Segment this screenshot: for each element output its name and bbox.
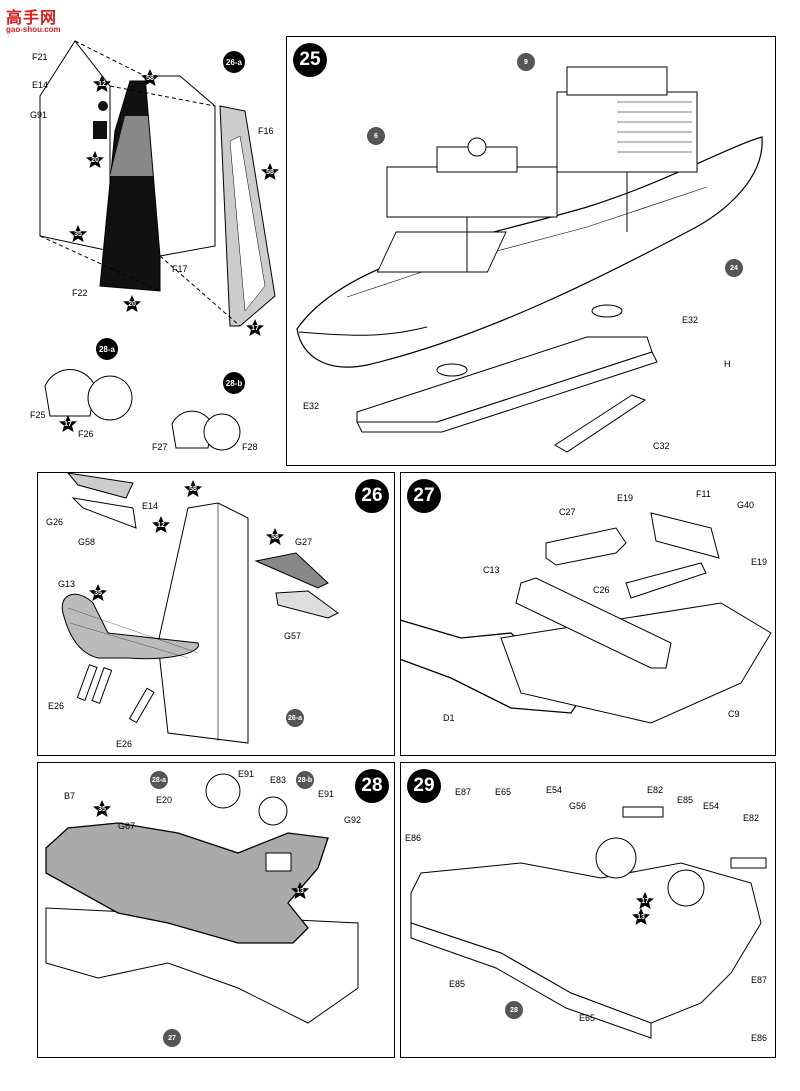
star-20: 20 <box>85 150 105 170</box>
label-E86-left: E86 <box>405 833 422 843</box>
sub-26a-badge: 26-a <box>223 51 245 73</box>
label-G58: G58 <box>78 537 96 547</box>
star-58-b: 58 <box>260 162 280 182</box>
label-E19-top: E19 <box>617 493 634 503</box>
label-E19-right: E19 <box>751 557 768 567</box>
deck-b7-assembly-drawing <box>45 773 359 1024</box>
label-G13: G13 <box>58 579 76 589</box>
panel-step-28: 28 B7 35 28-a E91 E83 28-b E20 G67 E91 G… <box>37 762 395 1058</box>
star-58-b: 58 <box>265 527 285 547</box>
label-E85-bottom: E85 <box>449 979 466 989</box>
step-26-number: 26 <box>355 479 389 513</box>
label-H: H <box>724 359 731 369</box>
label-G26: G26 <box>46 517 64 527</box>
star-58: 58 <box>140 68 160 88</box>
step-25-number: 25 <box>293 43 327 77</box>
label-F16: F16 <box>258 126 274 136</box>
ref-27: 27 <box>163 1029 181 1047</box>
label-E14: E14 <box>32 80 49 90</box>
step-28-number: 28 <box>355 769 389 803</box>
label-C32: C32 <box>653 441 670 451</box>
label-D1: D1 <box>443 713 455 723</box>
ref-28b: 28-b <box>296 771 314 789</box>
deck-assembly-drawing <box>401 512 772 724</box>
label-E54-top: E54 <box>546 785 563 795</box>
panel-step-27: 27 C27 E19 F11 G40 E19 C13 C26 D1 C9 <box>400 472 776 756</box>
label-E65-bottom: E65 <box>579 1013 596 1023</box>
label-E86-bottom: E86 <box>751 1033 768 1043</box>
label-G67: G67 <box>118 821 136 831</box>
star-35: 35 <box>92 799 112 819</box>
ref-24: 24 <box>725 259 743 277</box>
star-13: 13 <box>290 881 310 901</box>
label-E20: E20 <box>156 795 173 805</box>
star-17-28a: 17 <box>58 414 78 434</box>
panel-26a-28ab: 26-a F21 E14 G91 F16 F17 F22 12 58 20 35… <box>0 36 285 466</box>
star-58: 58 <box>183 479 203 499</box>
label-E82-right: E82 <box>743 813 760 823</box>
panel-step-26: 26 G26 G58 E14 58 12 G27 58 G57 G13 35 E… <box>37 472 395 756</box>
ref-9: 9 <box>517 53 535 71</box>
sub-28b-badge: 28-b <box>223 372 245 394</box>
label-F28: F28 <box>242 442 258 452</box>
star-17: 17 <box>635 891 655 911</box>
step-29-number: 29 <box>407 769 441 803</box>
logo-brand: 高手网 <box>6 8 58 27</box>
star-35: 35 <box>68 224 88 244</box>
star-20-b: 20 <box>122 294 142 314</box>
label-F11: F11 <box>696 489 711 499</box>
label-E91-top: E91 <box>238 769 255 779</box>
ref-6: 6 <box>367 127 385 145</box>
label-F21: F21 <box>32 52 48 62</box>
label-G92: G92 <box>344 815 362 825</box>
label-B7: B7 <box>64 791 76 801</box>
panel-step-25: 25 9 6 24 E32 H E32 C32 <box>286 36 776 466</box>
label-E87-top: E87 <box>455 787 472 797</box>
star-13: 13 <box>631 907 651 927</box>
label-E65-top: E65 <box>495 787 512 797</box>
star-35: 35 <box>88 583 108 603</box>
star-12: 12 <box>151 515 171 535</box>
label-F27: F27 <box>152 442 168 452</box>
panel-step-29: 29 E87 E65 E54 E82 E86 G56 E85 E54 E82 1… <box>400 762 776 1058</box>
ref-28a: 28-a <box>150 771 168 789</box>
star-12: 12 <box>92 74 112 94</box>
label-G56: G56 <box>569 801 587 811</box>
label-G57: G57 <box>284 631 302 641</box>
sub-28a-badge: 28-a <box>96 338 118 360</box>
label-E32-right: E32 <box>682 315 699 325</box>
label-E87-right: E87 <box>751 975 768 985</box>
label-C27: C27 <box>559 507 576 517</box>
label-E26-bottom: E26 <box>116 739 133 749</box>
label-E26-left: E26 <box>48 701 65 711</box>
label-F26: F26 <box>78 429 94 439</box>
label-F25: F25 <box>30 410 46 420</box>
label-E85-top: E85 <box>677 795 694 805</box>
label-C9: C9 <box>728 709 740 719</box>
ref-26a: 26-a <box>286 709 304 727</box>
label-C26: C26 <box>593 585 610 595</box>
label-E82-top: E82 <box>647 785 664 795</box>
label-F17: F17 <box>172 264 188 274</box>
logo-url: gao-shou.com <box>6 25 61 34</box>
label-C13: C13 <box>483 565 500 575</box>
ref-28: 28 <box>505 1001 523 1019</box>
label-E54-right: E54 <box>703 801 720 811</box>
label-E83: E83 <box>270 775 287 785</box>
tower-subassembly-drawing <box>39 40 276 451</box>
label-G40: G40 <box>737 500 755 510</box>
deck-fittings-drawing <box>410 806 767 1039</box>
label-E14: E14 <box>142 501 159 511</box>
label-F22: F22 <box>72 288 88 298</box>
star-17: 17 <box>245 318 265 338</box>
ship-assembly-drawing <box>296 66 763 453</box>
tower-assembly-drawing <box>61 473 339 744</box>
label-E91-right: E91 <box>318 789 335 799</box>
label-E32-left: E32 <box>303 401 320 411</box>
step-27-number: 27 <box>407 479 441 513</box>
label-G27: G27 <box>295 537 313 547</box>
label-G91: G91 <box>30 110 48 120</box>
site-logo: 高手网 gao-shou.com <box>4 4 74 40</box>
